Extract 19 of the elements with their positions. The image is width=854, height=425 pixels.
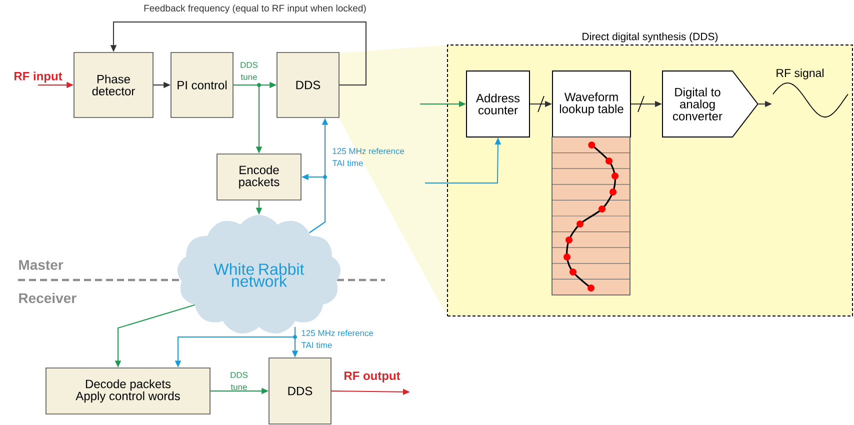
edge-label: RF output <box>344 372 400 382</box>
edge-label: 125 MHz reference TAI time <box>332 148 404 166</box>
edge-label: DDS tune <box>240 62 258 80</box>
side-label: Receiver <box>19 292 76 304</box>
side-label: Master <box>19 260 64 270</box>
input-label: RF input <box>14 72 62 83</box>
process-box: PI control <box>170 52 234 118</box>
process-box: Address counter <box>466 70 530 138</box>
process-box: DDS <box>276 52 340 118</box>
node-label: Direct digital synthesis (DDS) <box>582 32 718 42</box>
edge-label: Feedback frequency (equal to RF input when locked) <box>144 4 366 14</box>
process-box: Encode packets <box>216 154 302 200</box>
process-box: Waveform lookup table <box>552 70 631 138</box>
signal-label: RF signal <box>776 68 824 80</box>
process-box: Phase detector <box>74 52 154 118</box>
process-box: Decode packets Apply control words <box>46 368 210 414</box>
process-box: DDS <box>268 358 332 424</box>
edge-label: DDS tune <box>230 372 248 390</box>
converter-block: Digital to analog converter <box>662 70 758 138</box>
